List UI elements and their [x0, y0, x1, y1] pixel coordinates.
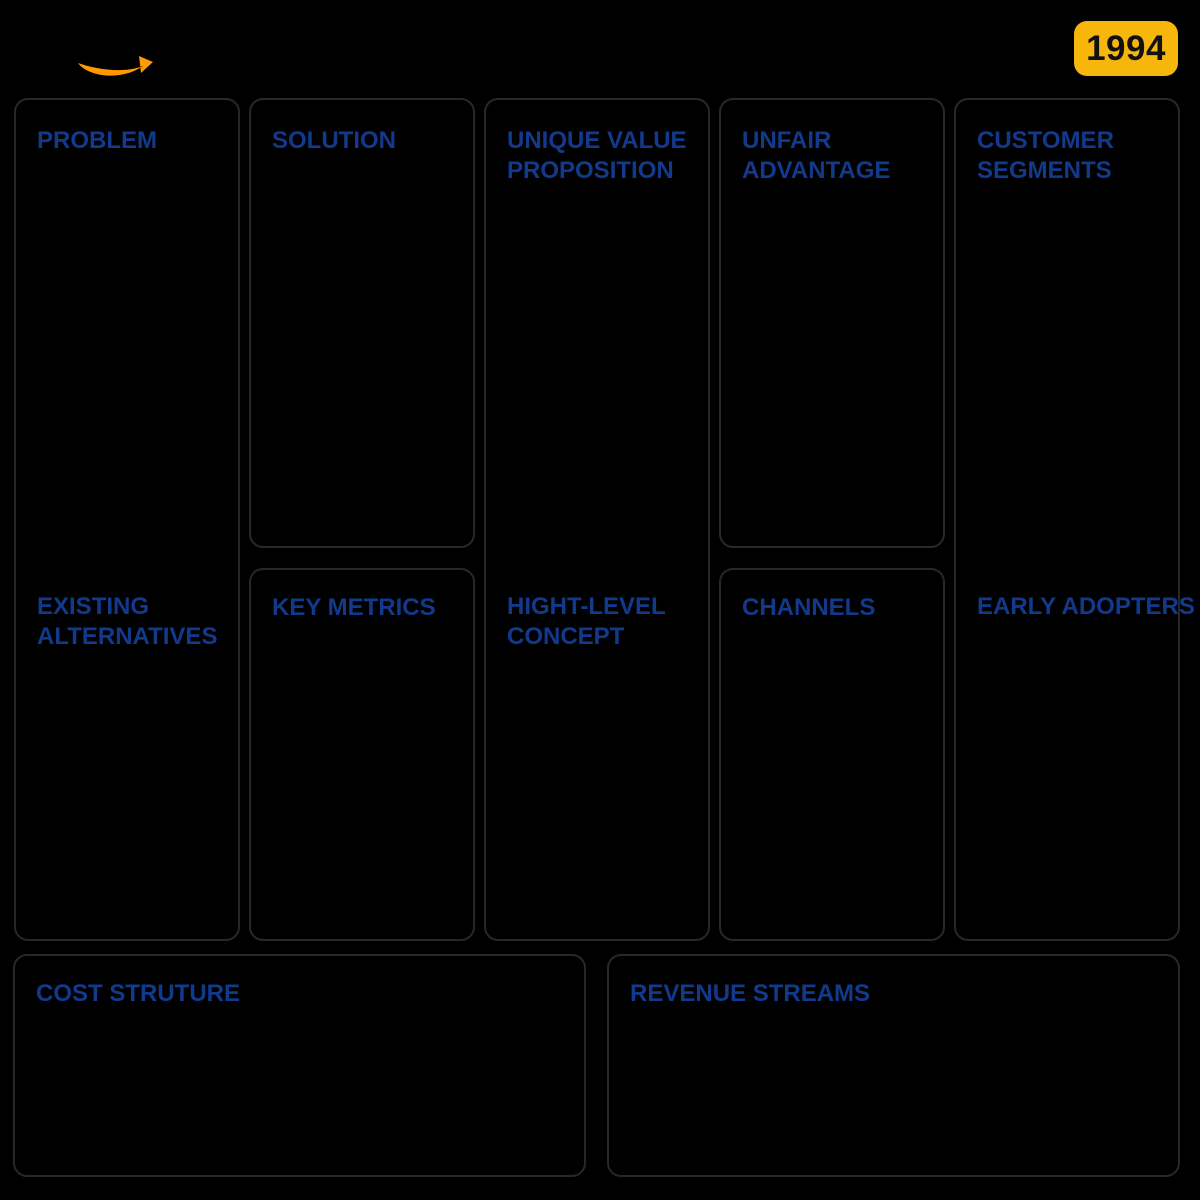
existing-alternatives-title: EXISTING ALTERNATIVES — [37, 593, 218, 650]
early-adopters-title: EARLY ADOPTERS — [977, 593, 1195, 620]
problem-box: PROBLEM EXISTING ALTERNATIVES — [14, 98, 240, 941]
problem-title: PROBLEM — [37, 127, 157, 154]
channels-box: CHANNELS — [719, 568, 945, 941]
unique-value-proposition-title: UNIQUE VALUE PROPOSITION — [507, 127, 687, 184]
channels-title: CHANNELS — [742, 594, 876, 621]
revenue-streams-title: REVENUE STREAMS — [630, 980, 871, 1007]
customer-segments-title: CUSTOMER SEGMENTS — [977, 127, 1114, 184]
cost-structure-box: COST STRUTURE — [13, 954, 586, 1177]
customer-segments-box: CUSTOMER SEGMENTS EARLY ADOPTERS — [954, 98, 1195, 941]
year-badge: 1994 — [1074, 21, 1178, 76]
amazon-smile-logo-icon — [78, 56, 153, 76]
unfair-advantage-box: UNFAIR ADVANTAGE — [719, 98, 945, 548]
high-level-concept-title: HIGHT-LEVEL CONCEPT — [507, 593, 666, 650]
solution-title: SOLUTION — [272, 127, 396, 154]
key-metrics-box: KEY METRICS — [249, 568, 475, 941]
unique-value-proposition-box: UNIQUE VALUE PROPOSITION HIGHT-LEVEL CON… — [484, 98, 710, 941]
revenue-streams-box: REVENUE STREAMS — [607, 954, 1180, 1177]
key-metrics-title: KEY METRICS — [272, 594, 436, 621]
unfair-advantage-title: UNFAIR ADVANTAGE — [742, 127, 891, 184]
cost-structure-title: COST STRUTURE — [36, 980, 240, 1007]
solution-box: SOLUTION — [249, 98, 475, 548]
